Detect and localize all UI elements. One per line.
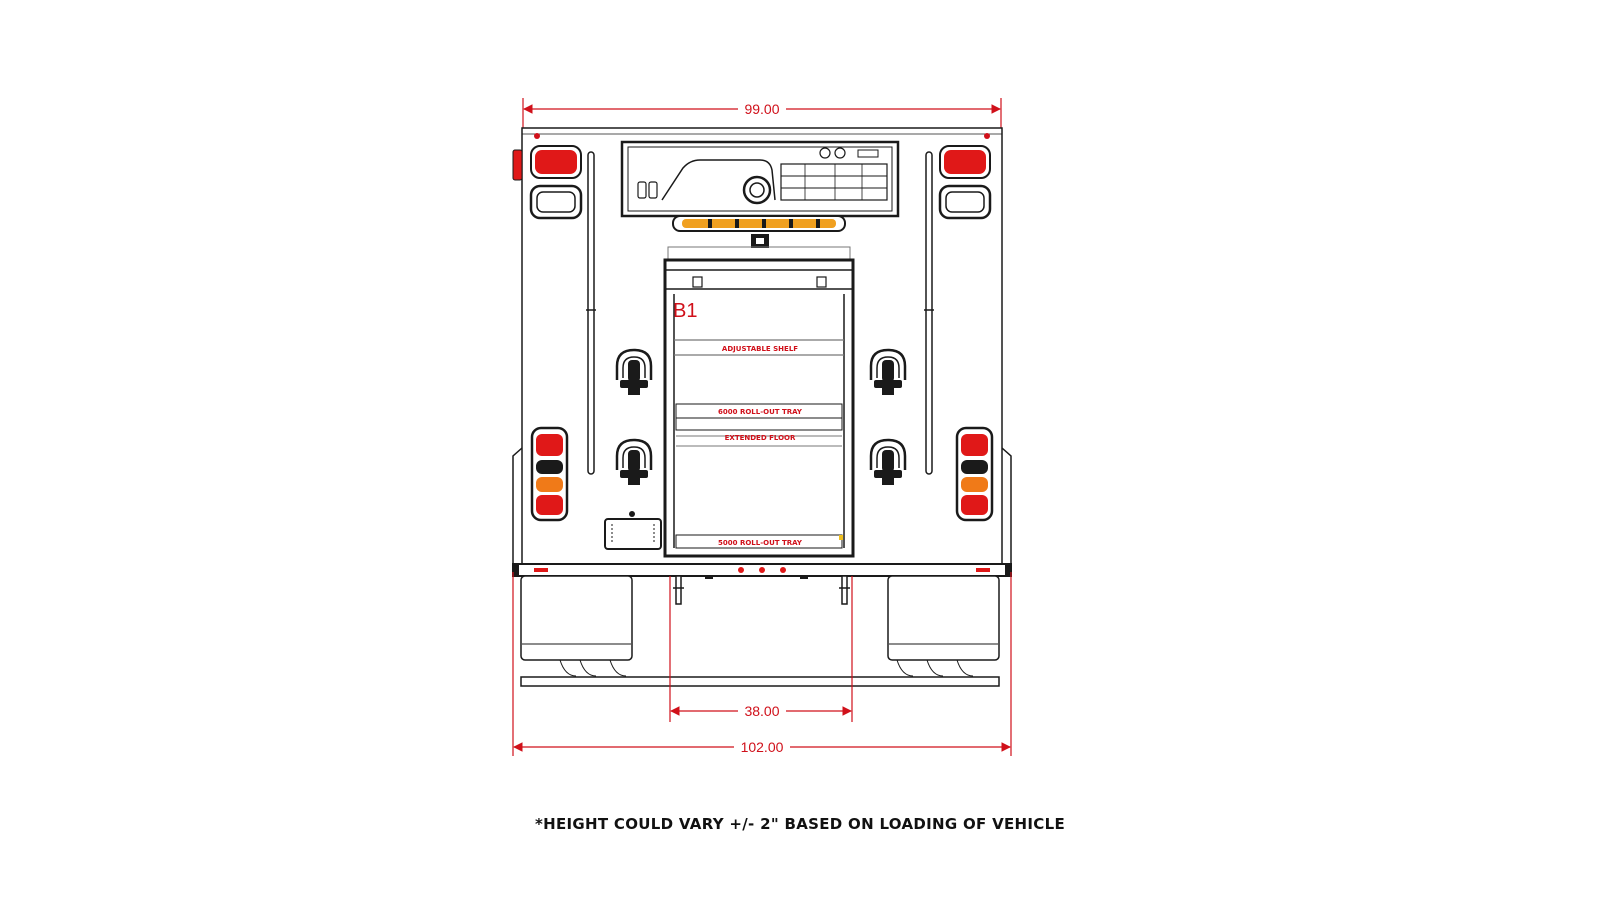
license-plate: [604, 511, 662, 550]
backup-light-left: [529, 184, 583, 220]
upper-stop-light-right: [939, 145, 991, 179]
step-brackets: [673, 575, 850, 605]
door-width-value: 38.00: [744, 703, 779, 719]
compartment-id: B1: [673, 300, 697, 322]
grab-rail-right: [924, 151, 934, 475]
tail-light-stack-left: [530, 426, 569, 522]
overall-width-dimension: 102.00: [512, 572, 1012, 756]
d-ring-upper-left: [615, 348, 653, 395]
overall-width-value: 102.00: [741, 739, 784, 755]
backup-camera: [751, 234, 769, 248]
top-width-dimension: 99.00: [522, 98, 1002, 128]
rear-wheel-right: [887, 575, 1000, 677]
door-width-dimension: 38.00: [669, 576, 853, 722]
top-width-value: 99.00: [744, 101, 779, 117]
rear-wheel-left: [520, 575, 633, 677]
amber-light-bar: [672, 215, 846, 232]
compartment-b1: [663, 246, 855, 558]
lower-tray-label: 5000 ROLL-OUT TRAY: [718, 539, 803, 547]
side-marker-light-left: [512, 149, 523, 181]
backup-light-right: [938, 184, 992, 220]
upper-storage-window: [620, 140, 900, 218]
d-ring-lower-left: [615, 438, 653, 485]
rear-bumper: [512, 563, 1012, 579]
upper-tray-label: 6000 ROLL-OUT TRAY: [718, 408, 803, 416]
d-ring-lower-right: [869, 438, 907, 485]
shelf-label: ADJUSTABLE SHELF: [722, 345, 798, 353]
height-note: *HEIGHT COULD VARY +/- 2" BASED ON LOADI…: [534, 815, 1065, 833]
extended-floor-label: EXTENDED FLOOR: [725, 434, 796, 442]
upper-stop-light-left: [530, 145, 582, 179]
grab-rail-left: [586, 151, 596, 475]
tail-light-stack-right: [955, 426, 994, 522]
ground-line: [520, 676, 1000, 687]
d-ring-upper-right: [869, 348, 907, 395]
